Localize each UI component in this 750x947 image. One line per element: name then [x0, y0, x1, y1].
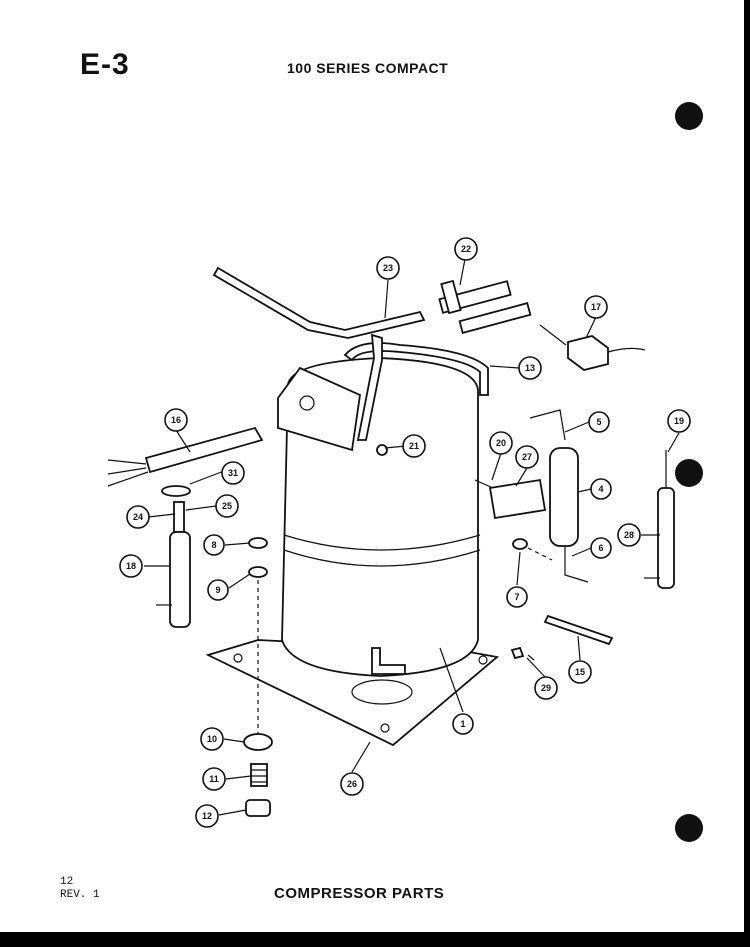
svg-text:6: 6 — [598, 543, 603, 553]
callout-12: 12 — [195, 804, 219, 828]
svg-text:24: 24 — [133, 512, 143, 522]
svg-text:29: 29 — [541, 683, 551, 693]
callout-19: 19 — [667, 409, 691, 433]
callout-11: 11 — [202, 767, 226, 791]
svg-text:4: 4 — [598, 484, 603, 494]
terminal-box — [277, 366, 361, 452]
svg-text:15: 15 — [575, 667, 585, 677]
svg-text:8: 8 — [211, 540, 216, 550]
callout-1: 1 — [452, 713, 474, 735]
callout-17: 17 — [584, 295, 608, 319]
callout-4: 4 — [590, 478, 612, 500]
svg-text:28: 28 — [624, 530, 634, 540]
callout-24: 24 — [126, 505, 150, 529]
callout-6: 6 — [590, 537, 612, 559]
svg-text:13: 13 — [525, 363, 535, 373]
callout-21: 21 — [402, 434, 426, 458]
binder-hole-top — [675, 102, 703, 130]
callout-26: 26 — [340, 772, 364, 796]
svg-text:11: 11 — [209, 774, 219, 784]
svg-text:22: 22 — [461, 244, 471, 254]
spring — [250, 763, 268, 787]
mount-cap — [245, 799, 271, 817]
callout-8: 8 — [203, 534, 225, 556]
svg-text:31: 31 — [228, 468, 238, 478]
svg-text:25: 25 — [222, 501, 232, 511]
svg-text:20: 20 — [496, 438, 506, 448]
svg-text:12: 12 — [202, 811, 212, 821]
svg-text:16: 16 — [171, 415, 181, 425]
callout-18: 18 — [119, 554, 143, 578]
clip — [543, 614, 614, 646]
callout-23: 23 — [376, 256, 400, 280]
callout-25: 25 — [215, 494, 239, 518]
svg-text:21: 21 — [409, 441, 419, 451]
left-capacitor — [169, 531, 191, 628]
wire-harness — [144, 426, 264, 474]
bracket — [488, 478, 547, 520]
callout-29: 29 — [534, 676, 558, 700]
footer-title: COMPRESSOR PARTS — [274, 885, 445, 902]
svg-text:9: 9 — [215, 585, 220, 595]
svg-text:23: 23 — [383, 263, 393, 273]
discharge-tube — [212, 266, 426, 339]
svg-text:10: 10 — [207, 734, 217, 744]
callout-5: 5 — [588, 411, 610, 433]
revision-label: REV. 1 — [60, 889, 100, 901]
svg-text:5: 5 — [596, 417, 601, 427]
svg-text:19: 19 — [674, 416, 684, 426]
series-title: 100 SERIES COMPACT — [287, 60, 449, 76]
callout-16: 16 — [164, 408, 188, 432]
svg-text:7: 7 — [514, 592, 519, 602]
page-number: 12 — [60, 876, 74, 888]
callout-15: 15 — [568, 660, 592, 684]
compressor-exploded-diagram: 1 4 5 6 7 8 9 10 11 12 13 15 16 17 18 19… — [107, 102, 703, 842]
callout-10: 10 — [200, 727, 224, 751]
callout-7: 7 — [506, 586, 528, 608]
relay-block — [567, 335, 609, 371]
sheet-code: E-3 — [80, 48, 130, 81]
parts-sheet: E-3 100 SERIES COMPACT — [0, 0, 744, 932]
callout-9: 9 — [207, 579, 229, 601]
callout-13: 13 — [518, 356, 542, 380]
callout-28: 28 — [617, 523, 641, 547]
callout-31: 31 — [221, 461, 245, 485]
rubber-grommet — [243, 733, 273, 751]
svg-text:26: 26 — [347, 779, 357, 789]
right-capacitor — [657, 487, 675, 589]
svg-text:17: 17 — [591, 302, 601, 312]
page-number-block: 12 REV. 1 — [60, 876, 100, 902]
svg-text:1: 1 — [460, 719, 465, 729]
svg-text:18: 18 — [126, 561, 136, 571]
callout-27: 27 — [515, 445, 539, 469]
callout-22: 22 — [454, 237, 478, 261]
binder-hole-bottom — [675, 814, 703, 842]
accumulator — [549, 447, 579, 547]
binder-hole-middle — [675, 459, 703, 487]
svg-text:27: 27 — [522, 452, 532, 462]
callout-20: 20 — [489, 431, 513, 455]
process-tube — [356, 333, 383, 441]
